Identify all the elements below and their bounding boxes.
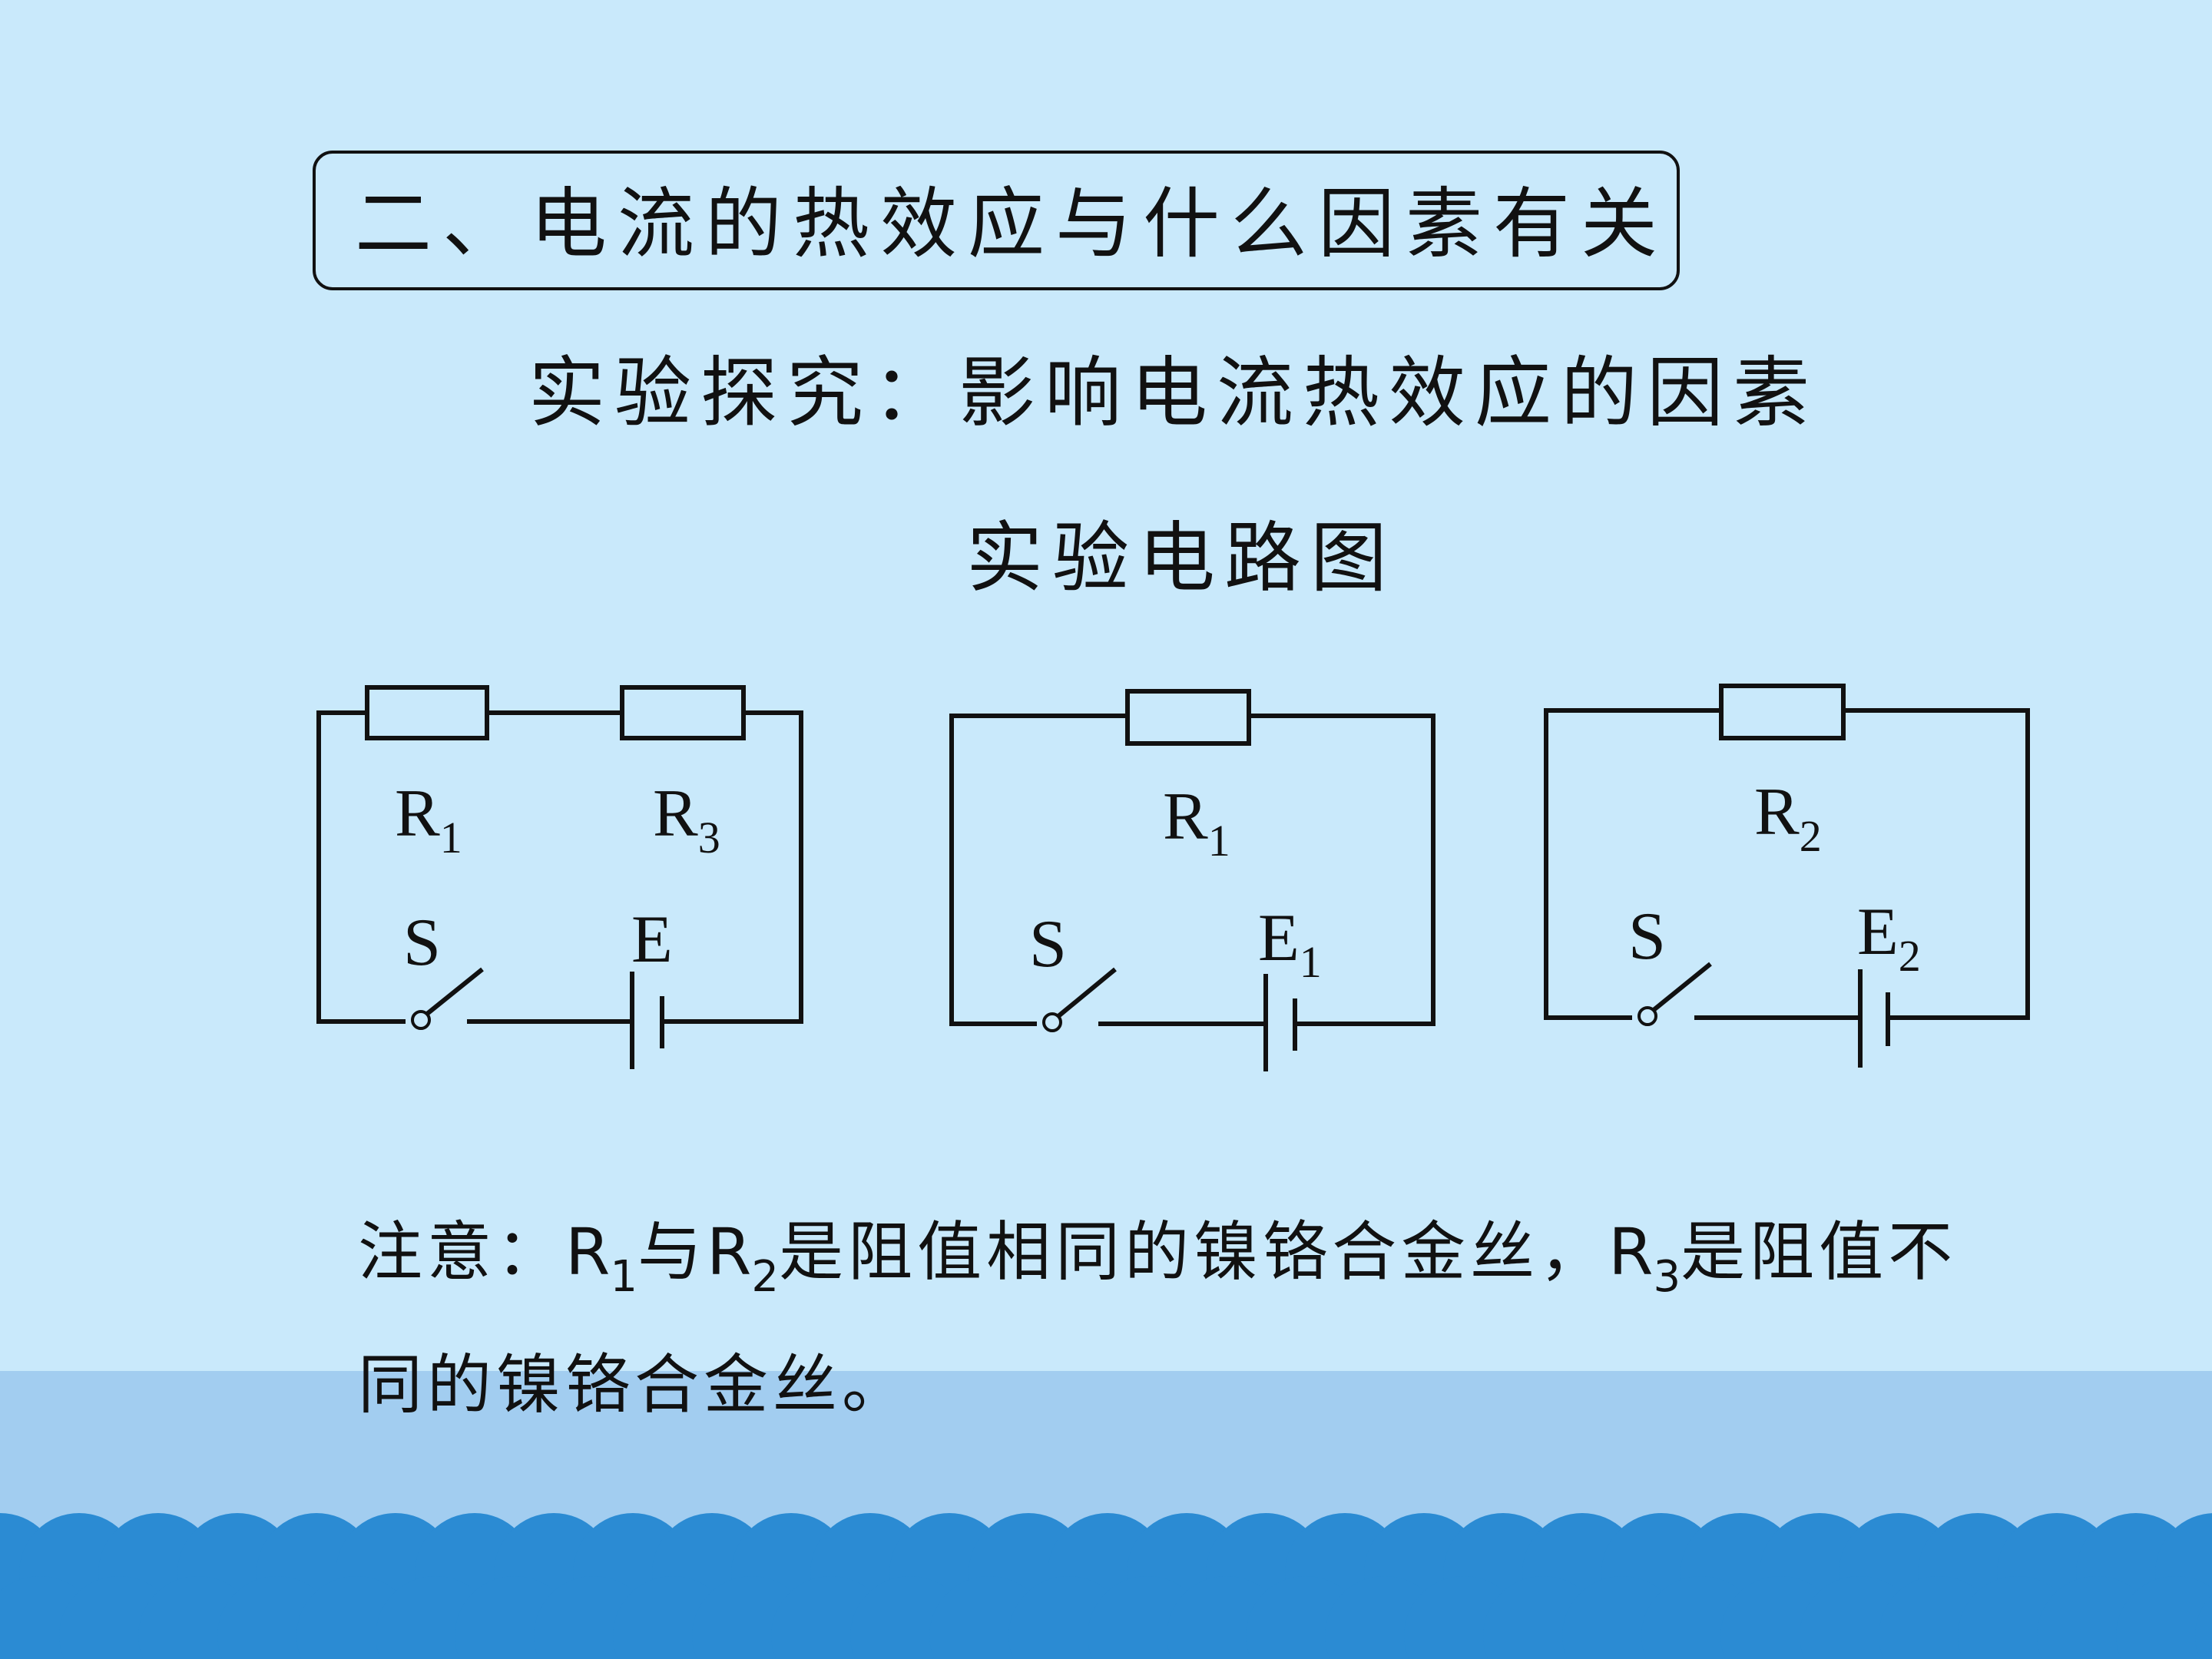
note-r3: R: [1608, 1214, 1654, 1290]
circuit-3-wire-left: [1544, 708, 1721, 1020]
note-r2-sub: 2: [751, 1252, 780, 1302]
note-r1: R: [565, 1214, 611, 1290]
circuit-2-switch-label: S: [1029, 907, 1067, 982]
circuit-1-switch-label: S: [403, 906, 441, 980]
title-box: [313, 151, 1680, 290]
note-r3-sub: 3: [1653, 1252, 1681, 1302]
circuit-diagram-title: 实验电路图: [966, 513, 1396, 603]
circuit-1-resistor-1: [365, 685, 489, 740]
slide-title: 二、电流的热效应与什么因素有关: [355, 179, 1668, 269]
circuit-1-resistor-1-label: R1: [395, 777, 462, 863]
circuit-2-wire-left: [949, 714, 1128, 1026]
circuit-3-resistor-1: [1719, 684, 1846, 740]
note-tail: 是阻值不: [1681, 1214, 1958, 1290]
circuit-1: [316, 685, 803, 1069]
circuit-1-wire-right: [662, 710, 803, 1024]
note-prefix: 注意：: [358, 1214, 566, 1290]
circuit-3-wire-right: [1843, 708, 2030, 1020]
wave-decoration: [0, 1513, 2212, 1659]
note-line-1: 注意：R1与R2是阻值相同的镍铬合金丝，R3是阻值不: [358, 1214, 2048, 1299]
circuit-1-battery-label: E: [631, 902, 673, 977]
circuit-1-switch-pivot: [411, 1010, 431, 1030]
circuit-3-resistor-1-label: R2: [1754, 775, 1822, 861]
note-r1-sub: 1: [610, 1252, 638, 1302]
circuit-2: [949, 689, 1435, 1071]
circuit-2-battery-label: E1: [1258, 901, 1322, 987]
circuit-1-wire: [316, 710, 406, 1024]
note-and: 与: [637, 1214, 707, 1290]
circuit-1-resistor-2-label: R3: [653, 777, 720, 863]
circuit-3-switch-label: S: [1628, 899, 1666, 974]
note-mid: 是阻值相同的镍铬合金丝，: [779, 1214, 1609, 1290]
circuit-2-switch-pivot: [1042, 1012, 1062, 1032]
circuit-1-resistor-2: [620, 685, 746, 740]
circuit-2-switch-blade: [1057, 967, 1117, 1018]
circuit-3-switch-blade: [1652, 962, 1712, 1012]
circuit-3-switch-pivot: [1637, 1006, 1657, 1026]
circuit-1-switch-blade: [426, 967, 484, 1016]
note-r2: R: [707, 1214, 752, 1290]
experiment-subtitle: 实验探究：影响电流热效应的因素: [528, 348, 1819, 438]
circuit-2-resistor-1: [1125, 689, 1251, 746]
circuit-3: [1544, 684, 2030, 1068]
circuit-2-wire-right: [1249, 714, 1435, 1026]
wave-scallop: [2195, 1594, 2212, 1659]
wave-scallop: [2116, 1576, 2212, 1659]
circuit-2-resistor-1-label: R1: [1163, 780, 1230, 866]
note-line-2: 同的镍铬合金丝。: [358, 1347, 912, 1422]
circuit-3-battery-label: E2: [1857, 895, 1921, 981]
